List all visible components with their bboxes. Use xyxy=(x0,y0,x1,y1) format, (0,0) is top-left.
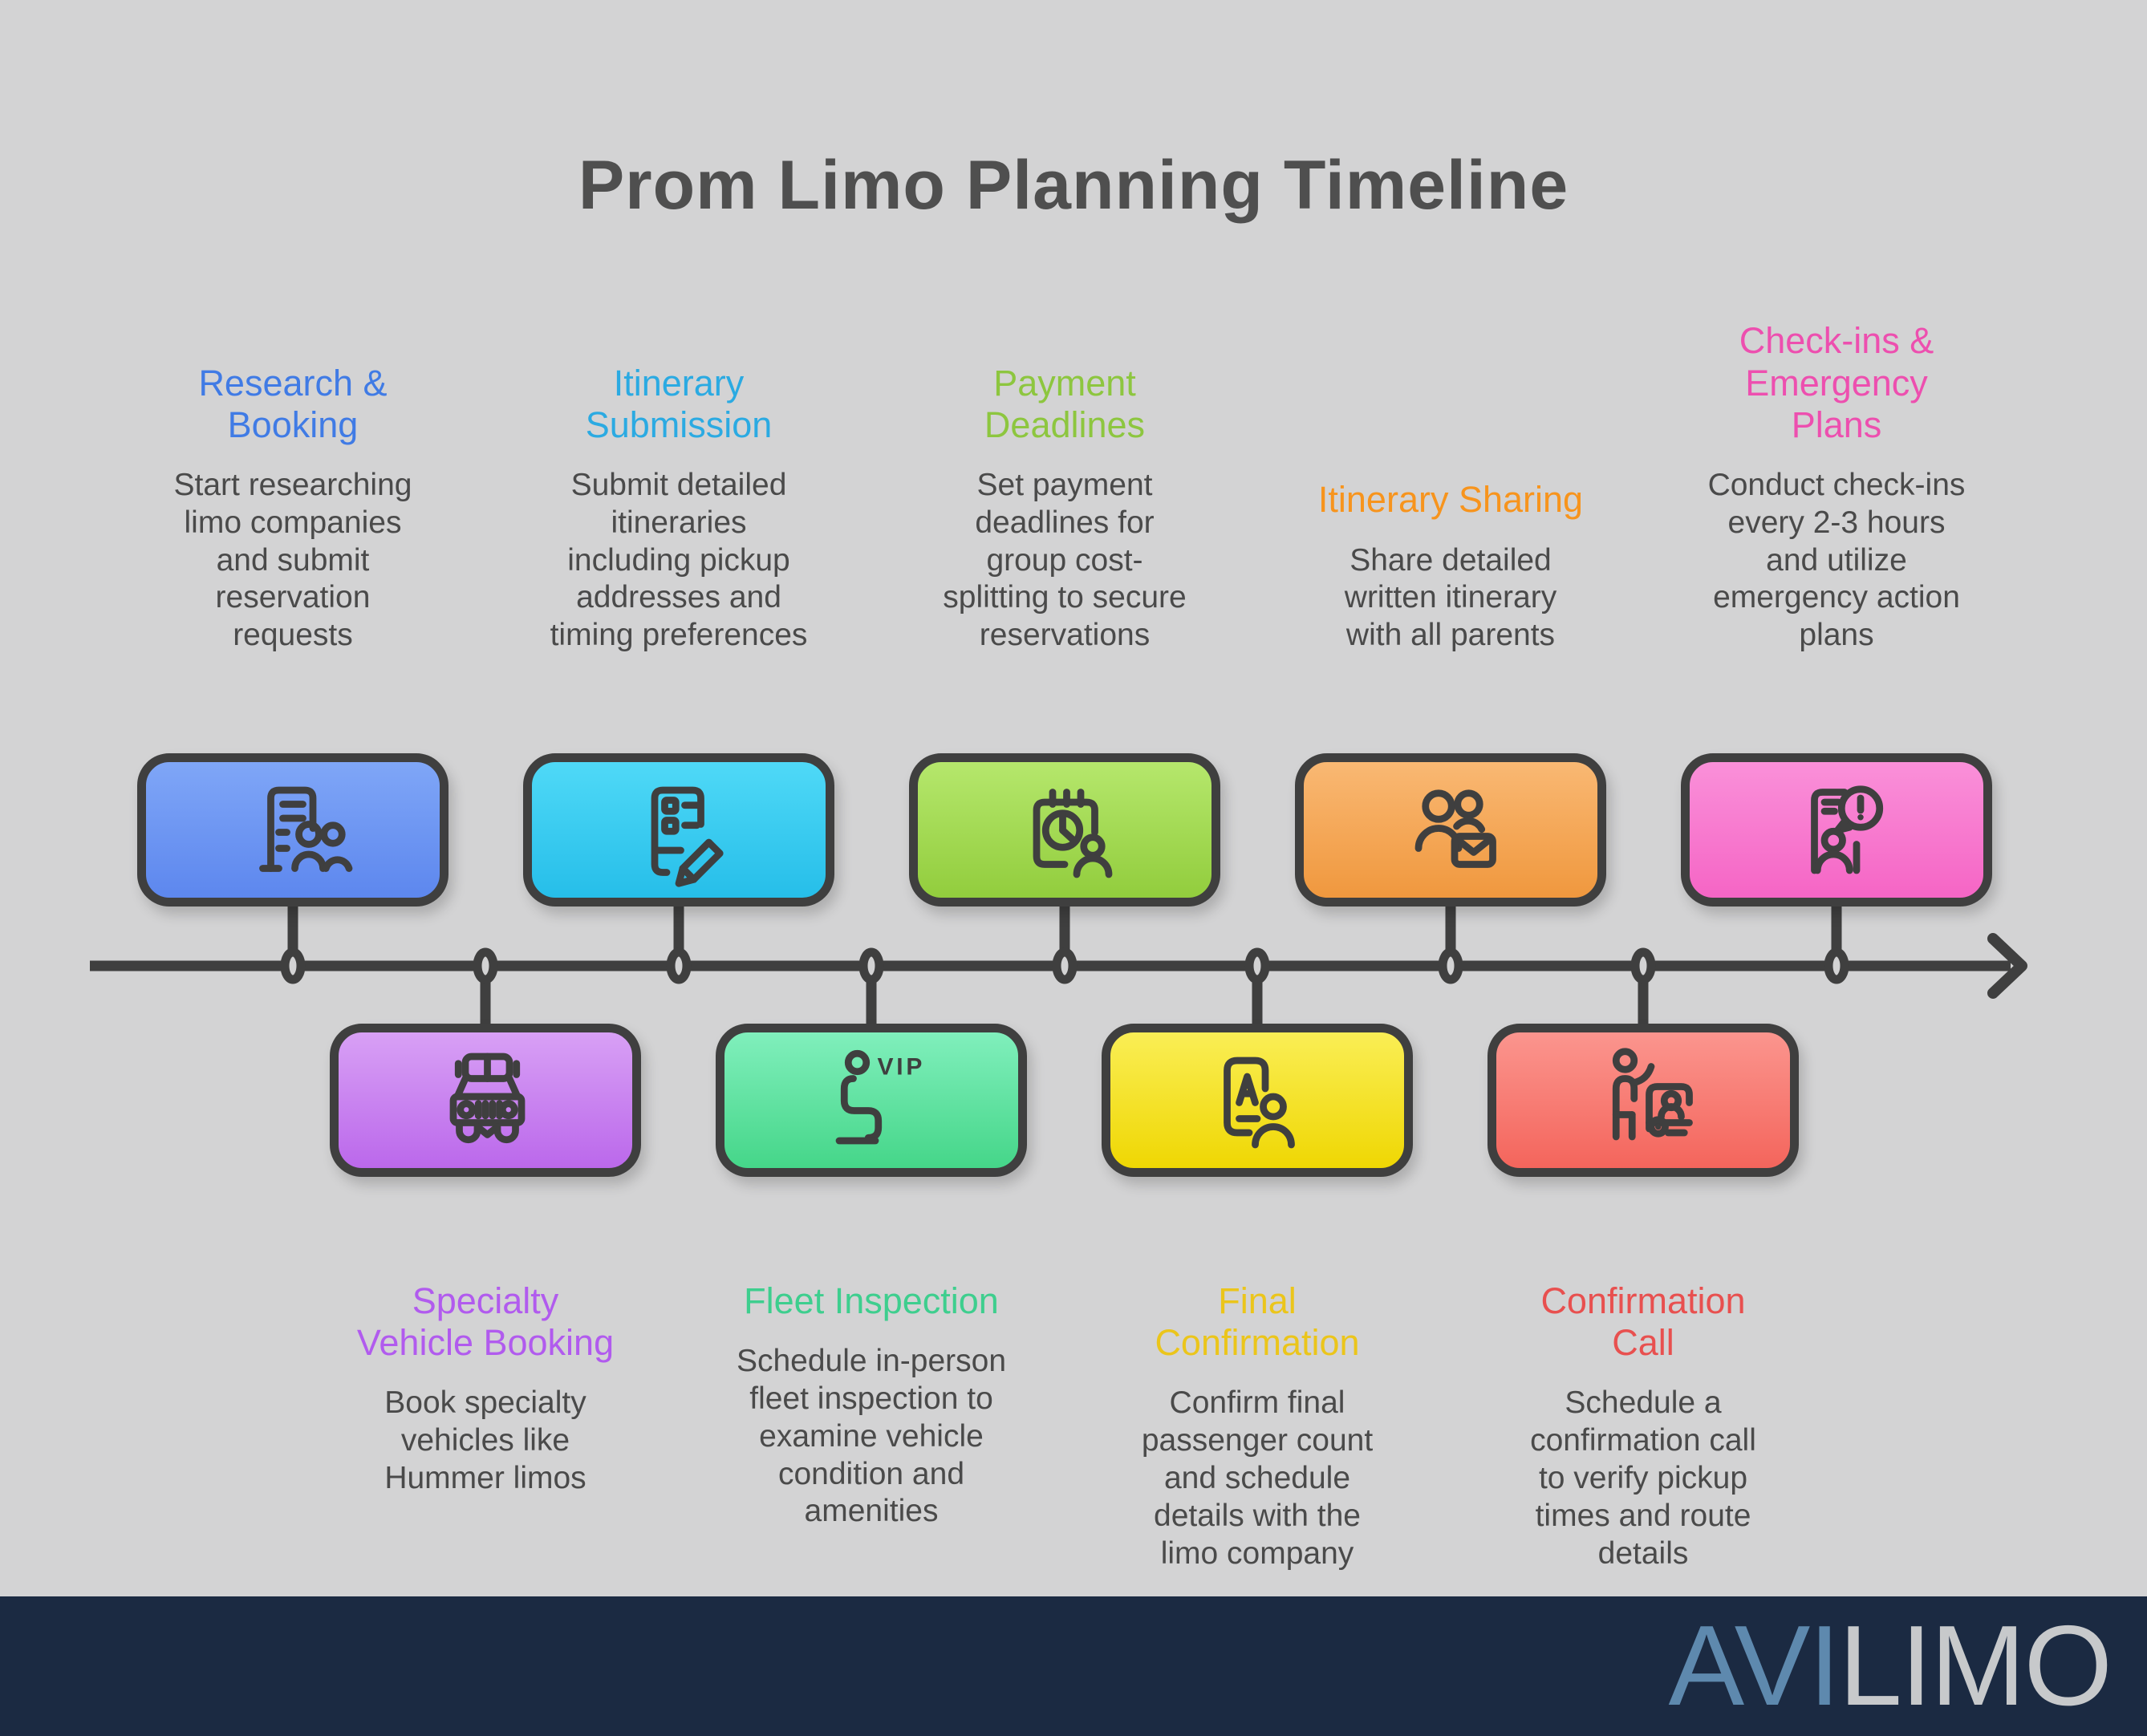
step-research-booking-text: Research & Booking Start researching lim… xyxy=(100,241,485,655)
phone-alert-person-icon xyxy=(1811,785,1884,874)
phone-contact-icon xyxy=(1224,1057,1295,1148)
page-title: Prom Limo Planning Timeline xyxy=(578,147,1569,224)
step-description: Book specialty vehicles like Hummer limo… xyxy=(384,1385,586,1495)
timeline-node xyxy=(1438,947,1463,984)
timeline-node xyxy=(1630,947,1656,984)
calendar-pie-person-icon xyxy=(1033,788,1113,878)
step-checkins-emergency-box xyxy=(1681,753,1992,907)
step-fleet-inspection-box: VIP xyxy=(716,1024,1027,1177)
timeline-node xyxy=(1244,947,1270,984)
logo-limo: LIMO xyxy=(1838,1602,2113,1730)
step-payment-deadlines-box xyxy=(909,753,1220,907)
step-fleet-inspection-text: Fleet Inspection Schedule in-person flee… xyxy=(679,1280,1064,1531)
step-heading: Confirmation Call xyxy=(1540,1280,1746,1364)
step-checkins-emergency-text: Check-ins & Emergency Plans Conduct chec… xyxy=(1644,241,2029,655)
step-heading: Itinerary Sharing xyxy=(1317,479,1584,521)
step-heading: Payment Deadlines xyxy=(984,362,1146,445)
step-description: Schedule a confirmation call to verify p… xyxy=(1530,1385,1756,1571)
avilimo-logo: AVILIMO xyxy=(1668,1609,2113,1723)
timeline-node xyxy=(1824,947,1849,984)
hummer-limo-icon xyxy=(449,1053,526,1143)
logo-avi: AVI xyxy=(1668,1602,1840,1730)
step-description: Set payment deadlines for group cost- sp… xyxy=(943,468,1187,653)
step-research-booking-box xyxy=(137,753,448,907)
step-description: Schedule in-person fleet inspection to e… xyxy=(736,1344,1007,1529)
vip-seat-icon: VIP xyxy=(835,1049,926,1144)
timeline-node xyxy=(1052,947,1078,984)
timeline-node xyxy=(666,947,692,984)
building-people-icon xyxy=(259,786,353,872)
step-description: Submit detailed itineraries including pi… xyxy=(550,468,808,653)
step-itinerary-sharing-text: Itinerary Sharing Share detailed written… xyxy=(1258,241,1643,655)
footer-bar: AVILIMO xyxy=(0,1596,2147,1736)
step-itinerary-sharing-box xyxy=(1295,753,1606,907)
step-confirmation-call-text: Confirmation Call Schedule a confirmatio… xyxy=(1451,1280,1836,1572)
step-heading: Check-ins & Emergency Plans xyxy=(1739,320,1934,445)
people-envelope-icon xyxy=(1414,789,1496,868)
timeline-node xyxy=(280,947,306,984)
step-description: Start researching limo companies and sub… xyxy=(173,468,412,653)
step-specialty-vehicle-box xyxy=(330,1024,641,1177)
timeline-node xyxy=(473,947,498,984)
step-final-confirmation-box xyxy=(1102,1024,1413,1177)
step-heading: Fleet Inspection xyxy=(744,1280,999,1321)
step-description: Conduct check-ins every 2-3 hours and ut… xyxy=(1707,468,1966,653)
timeline-arrow-icon xyxy=(1987,933,2027,999)
step-payment-deadlines-text: Payment Deadlines Set payment deadlines … xyxy=(872,241,1257,655)
step-confirmation-call-box xyxy=(1487,1024,1799,1177)
step-heading: Itinerary Submission xyxy=(585,362,773,445)
vip-label: VIP xyxy=(878,1053,926,1080)
step-heading: Specialty Vehicle Booking xyxy=(356,1280,615,1364)
step-specialty-vehicle-text: Specialty Vehicle Booking Book specialty… xyxy=(293,1280,678,1498)
step-final-confirmation-text: Final Confirmation Confirm final passeng… xyxy=(1065,1280,1450,1572)
step-itinerary-submission-box xyxy=(523,753,834,907)
person-car-icon xyxy=(1612,1047,1693,1140)
step-heading: Research & Booking xyxy=(198,362,388,445)
timeline-node xyxy=(858,947,884,984)
step-description: Share detailed written itinerary with al… xyxy=(1344,542,1557,653)
checklist-pencil-icon xyxy=(651,786,724,887)
step-itinerary-submission-text: Itinerary Submission Submit detailed iti… xyxy=(486,241,871,655)
step-description: Confirm final passenger count and schedu… xyxy=(1141,1385,1374,1571)
step-heading: Final Confirmation xyxy=(1155,1280,1360,1364)
